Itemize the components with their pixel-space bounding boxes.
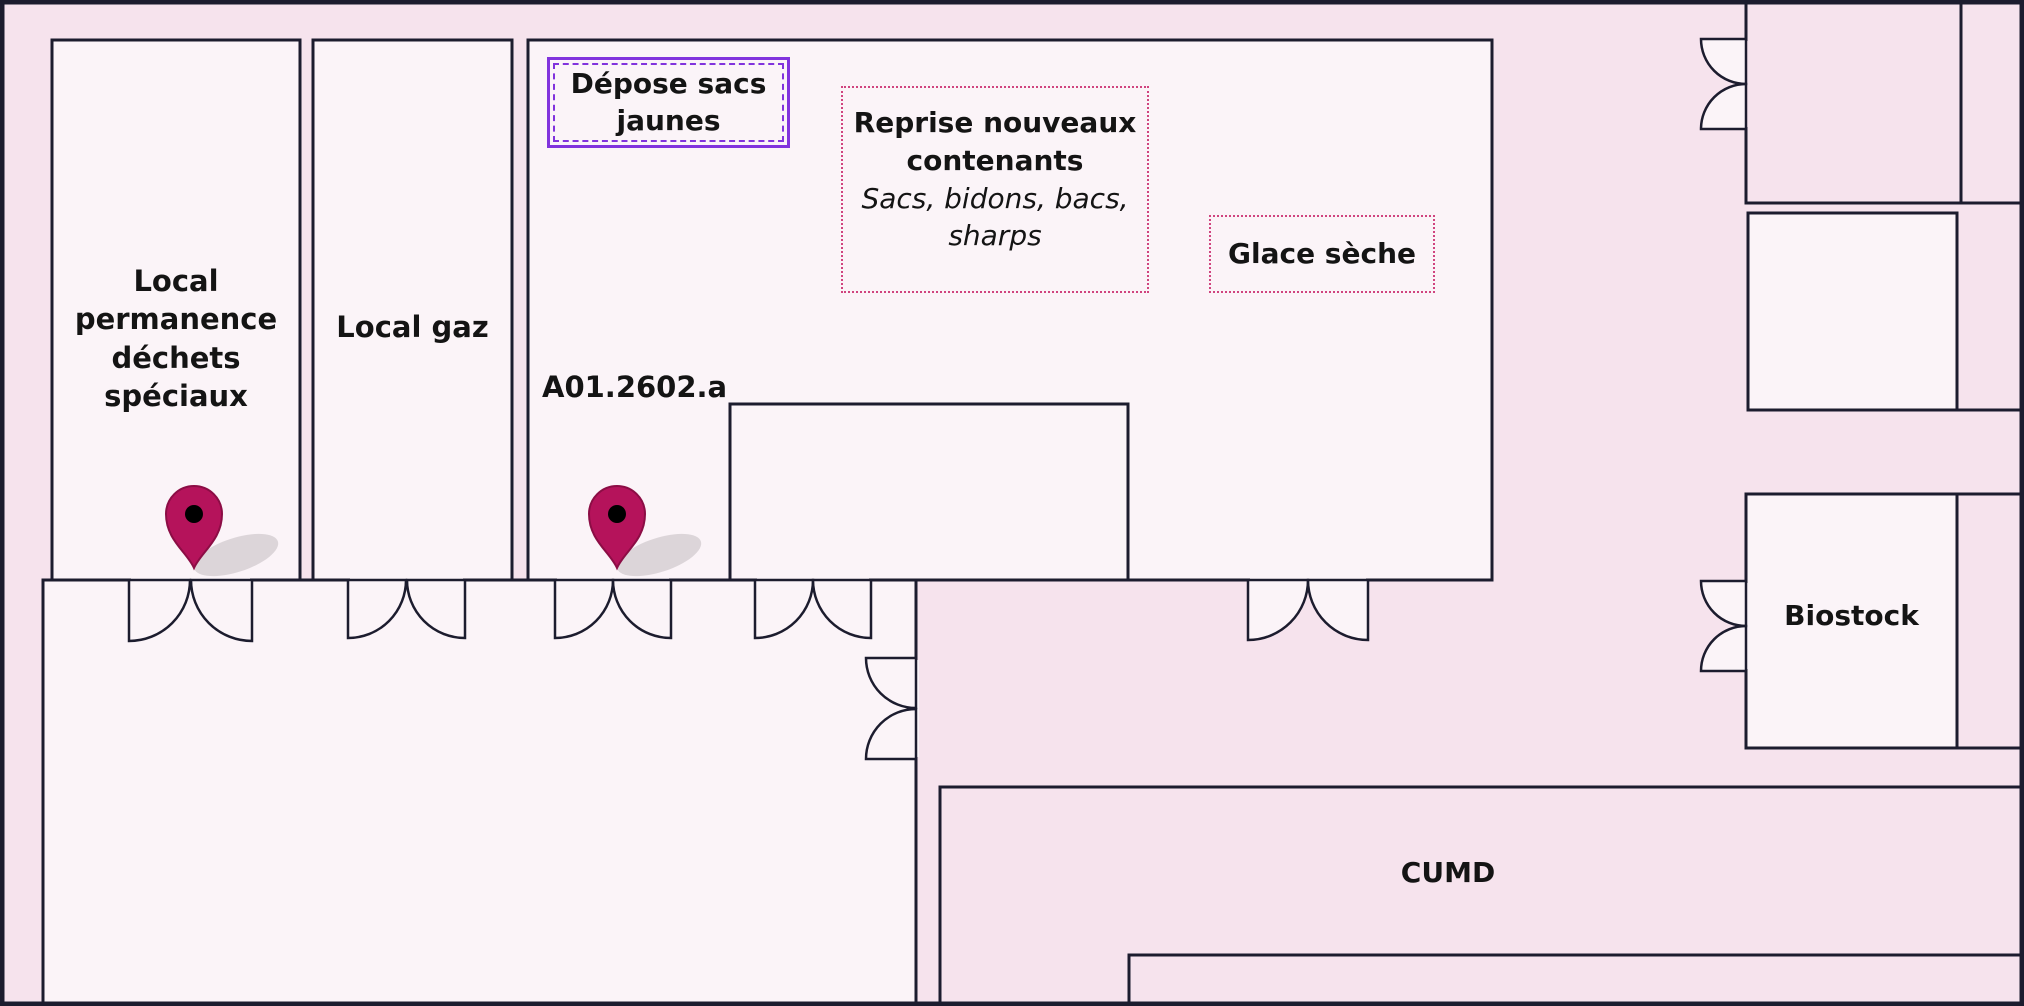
door-8 (1699, 579, 1748, 673)
room-collection-hall (526, 38, 1494, 582)
door-leaf (864, 656, 918, 710)
door-leaf (1699, 624, 1748, 673)
map-pin-local-permanence[interactable] (164, 485, 283, 585)
pin-dot-icon (185, 505, 203, 523)
pin-dot-icon (608, 505, 626, 523)
door-leaf (1306, 578, 1370, 642)
room-label-local-permanence: Local permanence déchets spéciaux (74, 264, 278, 413)
note-depose-sacs-jaunes: Dépose sacs jaunes (547, 57, 790, 148)
room-label-local-gaz: Local gaz (336, 310, 489, 344)
door-leaf (1246, 578, 1310, 642)
door-7 (1699, 37, 1748, 131)
map-pin-a01-2602-a[interactable] (587, 485, 706, 585)
note-reprise-title: Reprise nouveaux contenants (853, 106, 1137, 177)
door-3 (553, 578, 673, 640)
door-leaf (346, 578, 408, 640)
room-label-cumd: CUMD (1400, 856, 1496, 889)
room-right-middle (1746, 211, 1959, 412)
door-5 (1246, 578, 1370, 642)
room-code-label: A01.2602.a (542, 370, 728, 404)
door-leaf (811, 578, 873, 640)
room-local-permanence (50, 38, 302, 582)
room-label-biostock: Biostock (1784, 599, 1919, 632)
note-depose-sacs-jaunes-text: Dépose sacs jaunes (570, 67, 767, 137)
pin-shadow (193, 533, 279, 577)
note-glace-seche: Glace sèche (1209, 215, 1435, 293)
door-leaf (189, 578, 254, 643)
door-6 (864, 656, 918, 761)
door-leaf (864, 707, 918, 761)
door-4 (753, 578, 873, 640)
door-leaf (1699, 37, 1748, 86)
map-pin-icon (164, 485, 224, 571)
note-glace-seche-text: Glace sèche (1228, 237, 1416, 271)
door-leaf (405, 578, 467, 640)
door-leaf (611, 578, 673, 640)
note-reprise-contenants: Reprise nouveaux contenants Sacs, bidons… (841, 86, 1149, 293)
map-pin-icon (587, 485, 647, 571)
door-leaf (1699, 579, 1748, 628)
room-bottom-left (41, 578, 918, 1005)
door-leaf (1699, 82, 1748, 131)
door-1 (127, 578, 254, 643)
pin-shadow (616, 533, 702, 577)
door-leaf (127, 578, 192, 643)
room-cumd-inner (1127, 953, 2024, 1006)
room-top-right (1744, 0, 1963, 205)
door-2 (346, 578, 467, 640)
note-reprise-subtitle: Sacs, bidons, bacs, sharps (861, 181, 1129, 253)
room-inner-unlabeled (728, 402, 1130, 582)
room-local-gaz (311, 38, 514, 582)
